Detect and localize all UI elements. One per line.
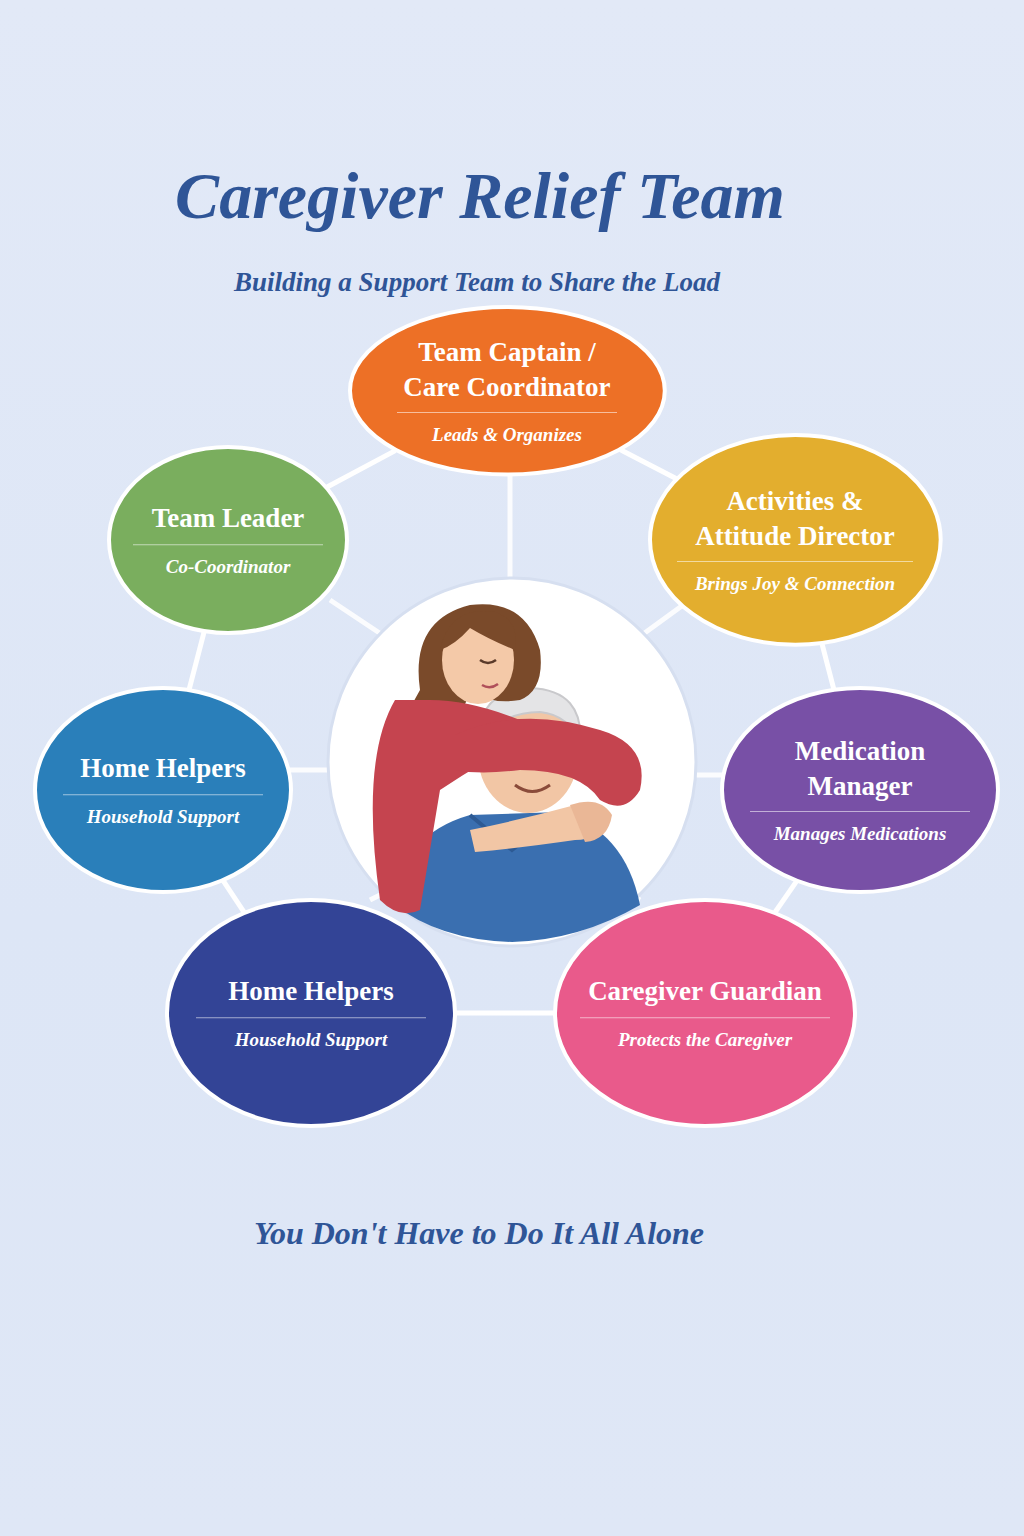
role-title: Home Helpers: [63, 751, 263, 795]
caption-rule: [130, 1196, 890, 1197]
node-text-group: Home HelpersHousehold Support: [196, 974, 426, 1051]
role-description: Manages Medications: [774, 812, 947, 846]
role-ellipse: Home HelpersHousehold Support: [165, 898, 457, 1128]
ring-connector: [189, 633, 203, 688]
role-title: Home Helpers: [196, 974, 426, 1018]
ring-connector: [224, 882, 243, 911]
ellipse-outline: [553, 898, 857, 1128]
hug-illustration: [373, 604, 642, 942]
ellipse-fill: [167, 900, 455, 1126]
ellipse-outline: [107, 445, 349, 635]
ellipse-outline: [165, 898, 457, 1128]
role-description: Household Support: [235, 1018, 388, 1052]
caption-rule: [130, 1269, 890, 1271]
ellipse-fill: [350, 307, 665, 474]
role-ellipse: Team LeaderCo-Coordinator: [107, 445, 349, 635]
node-text-group: Activities & Attitude DirectorBrings Joy…: [677, 484, 913, 596]
role-ellipse: Activities & Attitude DirectorBrings Joy…: [648, 433, 943, 647]
role-title: Team Leader: [133, 501, 323, 545]
role-description: Leads & Organizes: [432, 413, 582, 447]
role-title: Activities & Attitude Director: [677, 484, 913, 562]
ellipse-fill: [650, 435, 941, 645]
node-text-group: Team Captain / Care CoordinatorLeads & O…: [397, 335, 617, 447]
role-description: Co-Coordinator: [166, 545, 291, 579]
role-ellipse: Team Captain / Care CoordinatorLeads & O…: [348, 305, 667, 476]
center-circle: [328, 578, 696, 946]
node-text-group: Caregiver GuardianProtects the Caregiver: [580, 974, 830, 1051]
role-ellipse: Home HelpersHousehold Support: [33, 686, 293, 894]
role-title: Team Captain / Care Coordinator: [397, 335, 617, 413]
role-description: Brings Joy & Connection: [695, 562, 895, 596]
diagram-title: Caregiver Relief Team: [0, 160, 960, 233]
ellipse-fill: [555, 900, 855, 1126]
role-description: Protects the Caregiver: [618, 1018, 792, 1052]
title-rule: [128, 251, 870, 253]
ellipse-outline: [33, 686, 293, 894]
ring-connector: [776, 882, 796, 911]
role-ellipse: Caregiver GuardianProtects the Caregiver: [553, 898, 857, 1128]
node-text-group: Team LeaderCo-Coordinator: [133, 501, 323, 578]
role-title: Medication Manager: [750, 734, 970, 812]
ring-connector: [457, 1011, 553, 1016]
ellipse-fill: [35, 688, 291, 892]
node-text-group: Medication ManagerManages Medications: [750, 734, 970, 846]
ring-connector: [822, 645, 833, 688]
ellipse-fill: [722, 688, 998, 892]
ring-connector: [328, 451, 394, 486]
ellipse-fill: [109, 447, 347, 633]
role-ellipse: Medication ManagerManages Medications: [720, 686, 1000, 894]
role-title: Caregiver Guardian: [580, 974, 830, 1018]
subtitle: Building a Support Team to Share the Loa…: [0, 266, 954, 298]
role-description: Household Support: [87, 795, 240, 829]
node-text-group: Home HelpersHousehold Support: [63, 751, 263, 828]
ring-connector: [622, 450, 675, 478]
diagram-caption: You Don't Have to Do It All Alone: [0, 1214, 958, 1252]
